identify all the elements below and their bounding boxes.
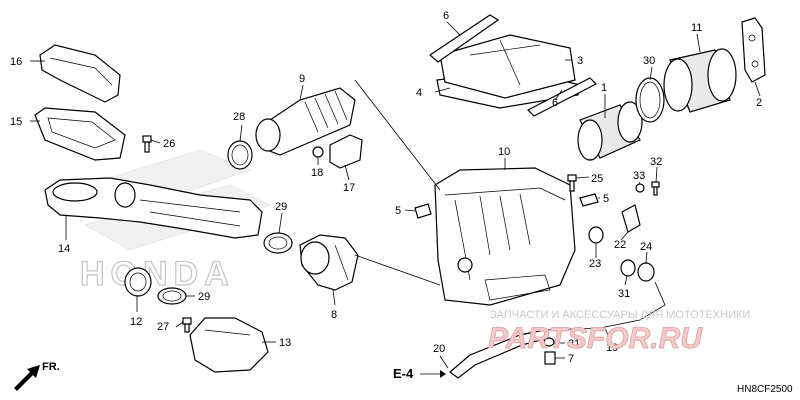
callout-16: 16	[10, 56, 22, 68]
part-30-clamp-band	[635, 77, 665, 123]
callout-25: 25	[591, 173, 603, 185]
part-10-air-cleaner-case	[434, 167, 576, 306]
callout-17: 17	[343, 182, 355, 194]
callout-7: 7	[568, 353, 574, 365]
callout-23: 23	[589, 258, 601, 270]
part-11-outer-element	[663, 48, 737, 113]
part-18-clip	[312, 146, 324, 158]
callout-33: 33	[633, 170, 645, 182]
callout-6-upper: 6	[443, 10, 449, 22]
callout-19: 19	[606, 342, 618, 354]
callout-5-right: 5	[603, 193, 609, 205]
reference-e4: E-4	[393, 366, 446, 381]
part-17-breather-box	[329, 134, 363, 169]
reference-e4-label: E-4	[393, 366, 414, 381]
part-6-strap-upper	[429, 14, 500, 63]
part-12-joint	[124, 267, 152, 297]
part-27-screw	[182, 317, 192, 333]
front-arrow-label: FR.	[42, 361, 60, 373]
callout-3: 3	[577, 55, 583, 67]
diagram-code: HN8CF2500	[737, 384, 793, 395]
callout-labels: 16 15 26 14 28 9 18 17 29 8 12 29 27 13 …	[10, 10, 762, 365]
part-5-clip-left	[414, 203, 432, 219]
part-29-clamp-upper	[263, 232, 293, 254]
part-13-intake-cover	[189, 317, 269, 373]
honda-watermark-text: HONDA	[80, 255, 235, 293]
callout-9: 9	[299, 73, 305, 85]
callout-21: 21	[568, 338, 580, 350]
site-caption-watermark: ЗАПЧАСТИ И АКСЕССУАРЫ ДЛЯ МОТОТЕХНИКИ	[490, 309, 750, 321]
callout-4: 4	[416, 87, 422, 99]
callout-26: 26	[163, 138, 175, 150]
callout-13: 13	[279, 337, 291, 349]
part-23-plug	[588, 226, 604, 244]
callout-24: 24	[640, 241, 652, 253]
site-logo-watermark: PARTSFOR.RU	[488, 322, 703, 355]
callout-5-left: 5	[395, 205, 401, 217]
part-3-air-cleaner-cover	[439, 34, 576, 99]
callout-12: 12	[130, 316, 142, 328]
part-32-screw	[651, 181, 660, 196]
part-9-connecting-tube	[255, 87, 356, 156]
part-5-clip-right	[579, 193, 599, 207]
part-19-drain-tube	[544, 281, 666, 331]
part-16-duct-cover	[39, 44, 121, 103]
callout-10: 10	[498, 146, 510, 158]
callout-29-upper: 29	[275, 201, 287, 213]
part-26-bolt	[142, 135, 152, 153]
part-14-intake-duct	[44, 177, 263, 239]
callout-6-lower: 6	[552, 97, 558, 109]
part-1-air-element	[577, 101, 643, 161]
part-33-washer	[635, 183, 645, 193]
part-8-carburetor-boot	[299, 234, 359, 291]
part-22-drain-fitting	[621, 204, 641, 233]
callout-28: 28	[233, 111, 245, 123]
callout-18: 18	[311, 167, 323, 179]
part-15-duct-tray	[34, 107, 126, 161]
callout-29-lower: 29	[198, 291, 210, 303]
part-28-clamp	[227, 140, 253, 170]
callout-2: 2	[756, 97, 762, 109]
callout-27: 27	[157, 321, 169, 333]
callout-11: 11	[691, 22, 702, 34]
part-29-clamp-lower	[157, 287, 187, 305]
callout-8: 8	[331, 309, 337, 321]
callout-1: 1	[601, 82, 607, 94]
callout-14: 14	[58, 243, 70, 255]
front-direction-arrow: FR.	[14, 361, 60, 391]
part-21-clip	[543, 337, 555, 347]
part-24-grommet	[637, 262, 655, 282]
callout-20: 20	[433, 343, 445, 355]
part-2-bracket	[741, 17, 766, 83]
callout-30: 30	[643, 55, 655, 67]
callout-32: 32	[650, 156, 662, 168]
callout-31: 31	[618, 288, 630, 300]
part-6-strap-lower	[526, 77, 598, 117]
callout-22: 22	[614, 239, 626, 251]
part-31-cap	[620, 259, 636, 277]
leader-lines	[30, 21, 761, 369]
callout-15: 15	[10, 116, 22, 128]
